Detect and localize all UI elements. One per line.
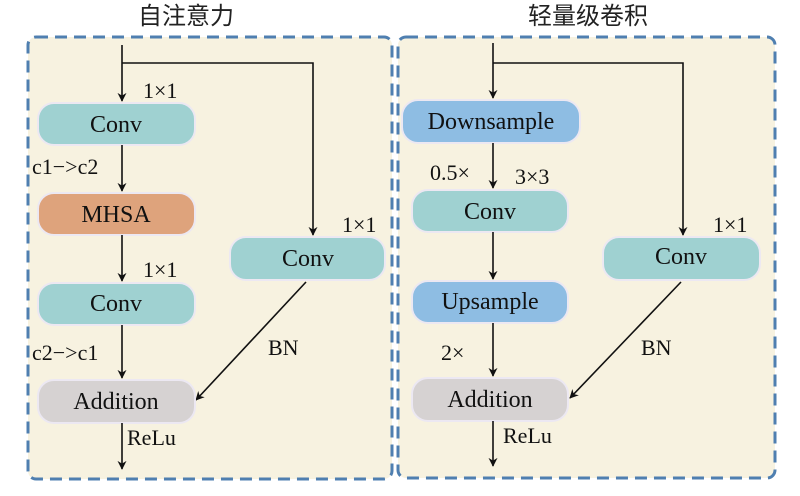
bn-label: BN bbox=[641, 335, 672, 360]
downsample-box bbox=[401, 99, 581, 144]
conv-block: Conv bbox=[411, 189, 569, 233]
branch-conv-kernel-label: 1×1 bbox=[342, 212, 376, 237]
branch-conv-block: Conv bbox=[602, 236, 761, 281]
upsample-box bbox=[411, 280, 569, 324]
conv-kernel-label: 3×3 bbox=[515, 164, 549, 189]
upsample-block: Upsample bbox=[411, 280, 569, 324]
branch-arrow bbox=[122, 62, 318, 236]
mhsa-box bbox=[37, 192, 196, 236]
channel-in-label: c1−>c2 bbox=[32, 154, 98, 179]
conv1-kernel-label: 1×1 bbox=[143, 78, 177, 103]
addition-label: Addition bbox=[73, 389, 158, 415]
conv2-kernel-label: 1×1 bbox=[143, 257, 177, 282]
branch-arrow bbox=[493, 62, 688, 236]
conv1-label: Conv bbox=[90, 112, 142, 138]
activation-label: ReLu bbox=[127, 425, 176, 450]
conv-box bbox=[411, 189, 569, 233]
mhsa-block: MHSA bbox=[37, 192, 196, 236]
conv2-label: Conv bbox=[90, 291, 142, 317]
mhsa-label: MHSA bbox=[81, 202, 151, 228]
activation-label: ReLu bbox=[503, 423, 552, 448]
conv2-block: Conv bbox=[37, 282, 196, 326]
bn-arrow bbox=[195, 281, 307, 401]
upsample-label: Upsample bbox=[441, 289, 538, 315]
branch-conv-box bbox=[602, 236, 761, 281]
conv-label: Conv bbox=[464, 199, 516, 225]
down-scale-label: 0.5× bbox=[430, 160, 470, 185]
panel-border bbox=[26, 35, 394, 481]
branch-conv-kernel-label: 1×1 bbox=[713, 212, 747, 237]
conv1-box bbox=[37, 102, 196, 146]
branch-conv-label: Conv bbox=[655, 244, 707, 270]
bn-label: BN bbox=[268, 335, 299, 360]
branch-conv-label: Conv bbox=[282, 246, 334, 272]
addition-block: Addition bbox=[411, 377, 569, 422]
self-attention-panel: 自注意力 1×1 Conv c1−>c2 MHSA 1×1 Conv c2−>c… bbox=[26, 2, 394, 481]
channel-out-label: c2−>c1 bbox=[32, 340, 98, 365]
addition-box bbox=[411, 377, 569, 422]
up-scale-label: 2× bbox=[441, 340, 464, 365]
panel-title: 轻量级卷积 bbox=[528, 2, 648, 30]
bn-arrow bbox=[569, 281, 682, 399]
conv1-block: Conv bbox=[37, 102, 196, 146]
branch-conv-box bbox=[229, 236, 386, 281]
branch-conv-block: Conv bbox=[229, 236, 386, 281]
conv2-box bbox=[37, 282, 196, 326]
addition-box bbox=[37, 379, 196, 424]
lightweight-conv-panel: 轻量级卷积 Downsample 0.5× 3×3 Conv Upsample … bbox=[396, 2, 777, 480]
addition-block: Addition bbox=[37, 379, 196, 424]
addition-label: Addition bbox=[447, 387, 532, 413]
downsample-block: Downsample bbox=[401, 99, 581, 144]
downsample-label: Downsample bbox=[428, 109, 555, 135]
panel-title: 自注意力 bbox=[138, 2, 234, 30]
